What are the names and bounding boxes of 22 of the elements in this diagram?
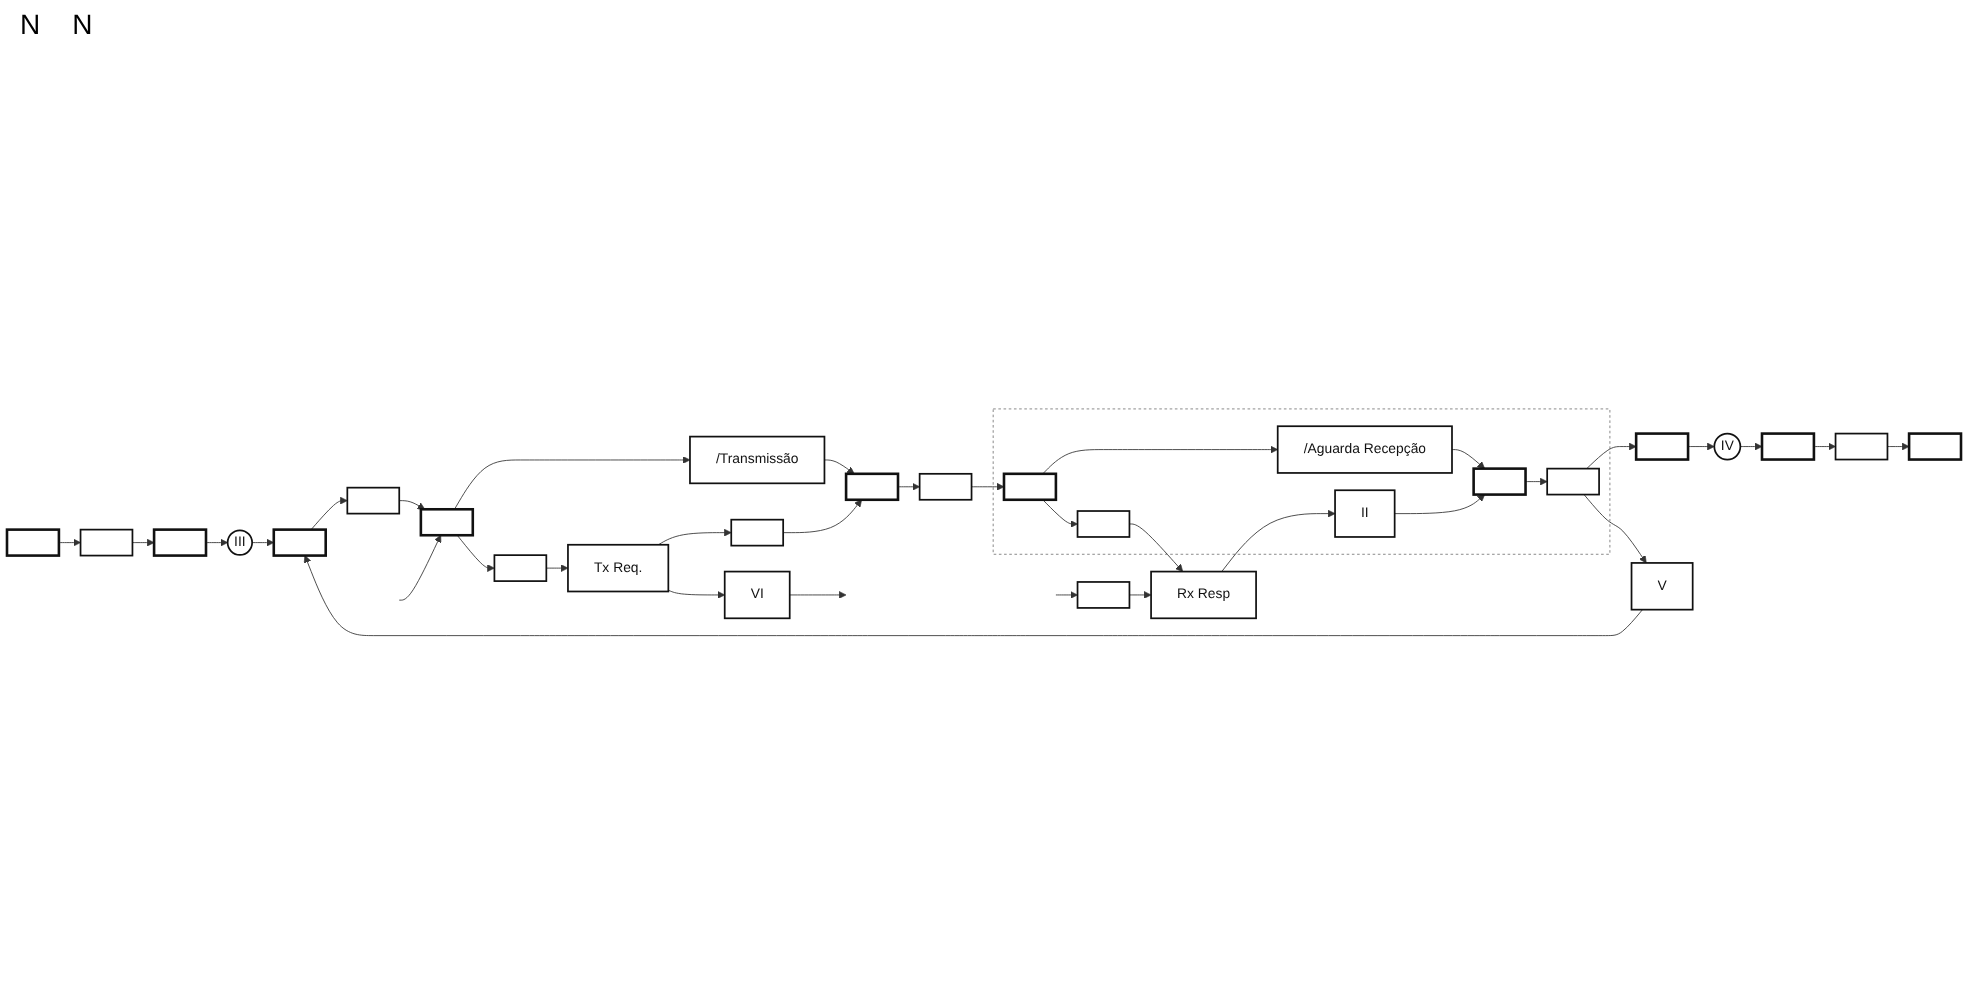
node-box: [918, 473, 973, 502]
node-bar: [152, 529, 208, 558]
node-box: [493, 555, 548, 583]
node-bar: [272, 529, 327, 558]
node-box: [1076, 510, 1131, 539]
node-box: [79, 529, 134, 558]
node-bar: [844, 473, 900, 502]
node-box: [1834, 433, 1889, 462]
node-box: [1076, 581, 1131, 610]
note-text: N: [20, 8, 41, 44]
node-box: [1546, 468, 1600, 497]
node-bar: [1760, 433, 1816, 462]
node-box: [730, 519, 785, 548]
node-bar: [5, 529, 61, 558]
node-bar: [1634, 433, 1690, 462]
cluster: [992, 409, 1611, 556]
node-box: [346, 487, 401, 516]
node-bar: [1002, 473, 1058, 502]
node-bar: [1472, 468, 1527, 497]
node-bar: [1907, 433, 1963, 462]
note-text: N: [72, 8, 93, 44]
node-bar: [419, 508, 475, 538]
